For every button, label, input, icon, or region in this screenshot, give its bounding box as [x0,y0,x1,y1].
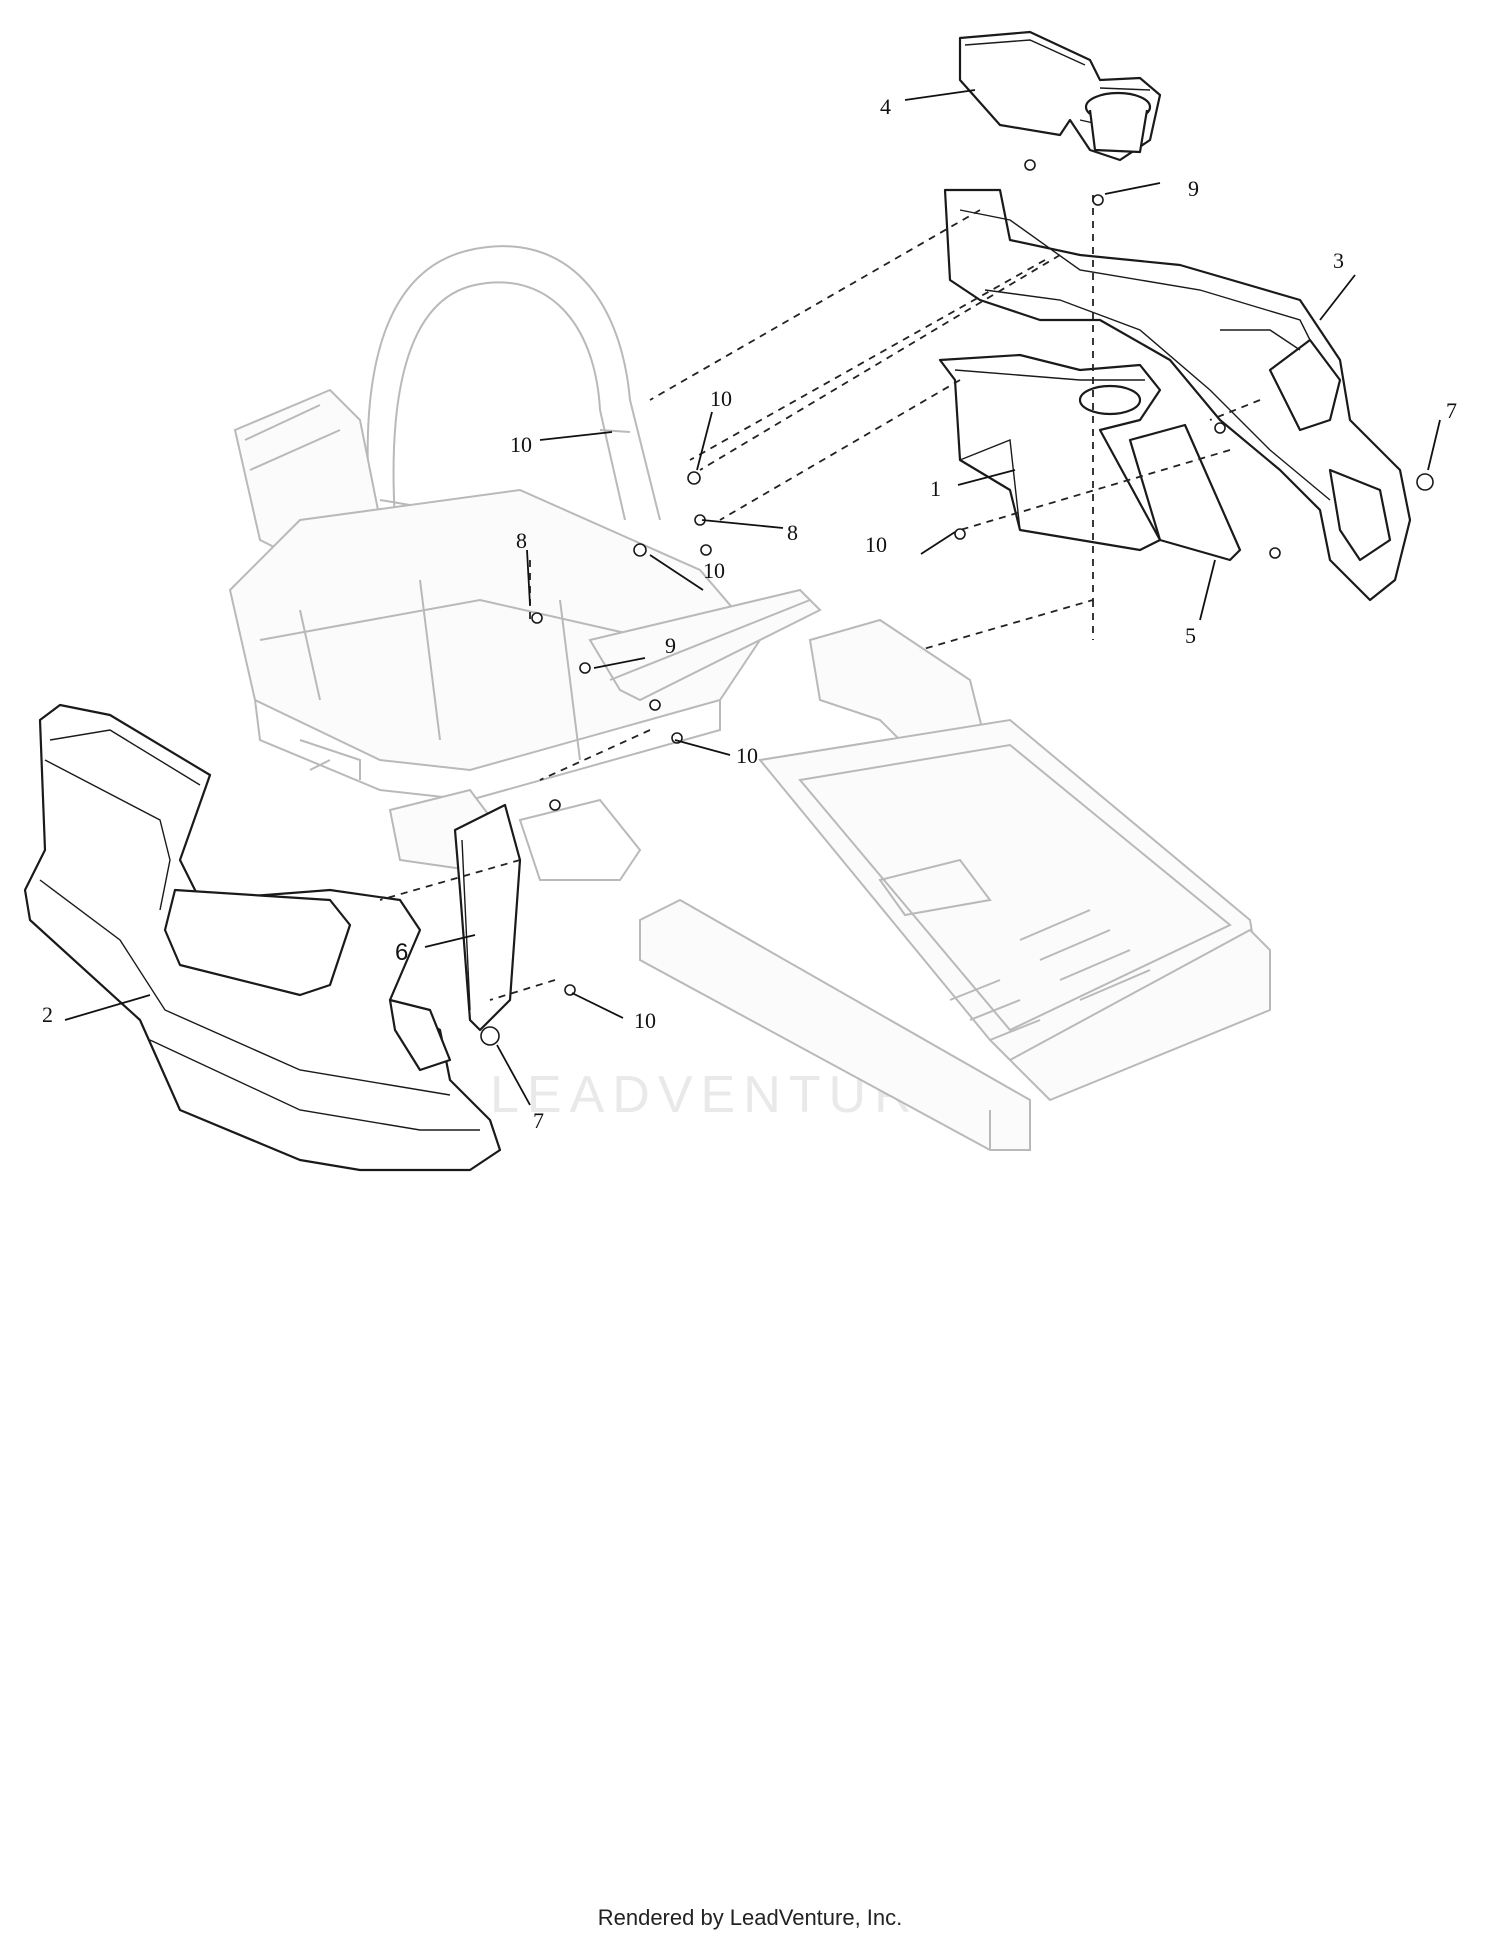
leader-lines [64,89,1441,1106]
callout-10-center: 10 [703,558,725,583]
callout-8-right: 8 [787,520,798,545]
callout-10-right: 10 [865,532,887,557]
callout-labels: 4 9 3 7 1 10 10 10 5 8 8 10 9 10 6 2 10 … [42,94,1457,1133]
callout-10-upper-center: 10 [710,386,732,411]
callout-9-top: 9 [1188,176,1199,201]
assembly-lines [379,195,1261,1001]
mower-frame [228,245,1271,1151]
callout-10-lower-center: 10 [736,743,758,768]
callout-3: 3 [1333,248,1344,273]
callout-7-right: 7 [1446,398,1457,423]
callout-1: 1 [930,476,941,501]
callout-8-left: 8 [516,528,527,553]
callout-9-middle: 9 [665,633,676,658]
part-2-front-body-panel [23,703,502,1172]
callout-10-lower: 10 [634,1008,656,1033]
part-1-storage-bin [938,353,1162,552]
part-6-side-plate [453,803,522,1032]
callout-7-left: 7 [533,1108,544,1133]
callout-10-upper-left: 10 [510,432,532,457]
callout-5: 5 [1185,623,1196,648]
callout-2: 2 [42,1002,53,1027]
footer-credit: Rendered by LeadVenture, Inc. [597,1905,903,1930]
part-5-side-plate [1128,423,1242,562]
part-4-cup-holder-tray [958,30,1162,162]
callout-4: 4 [880,94,891,119]
hardware-fasteners [480,159,1434,1046]
part-3-rear-fender-panel [943,188,1412,602]
callout-6: 6 [395,939,408,966]
